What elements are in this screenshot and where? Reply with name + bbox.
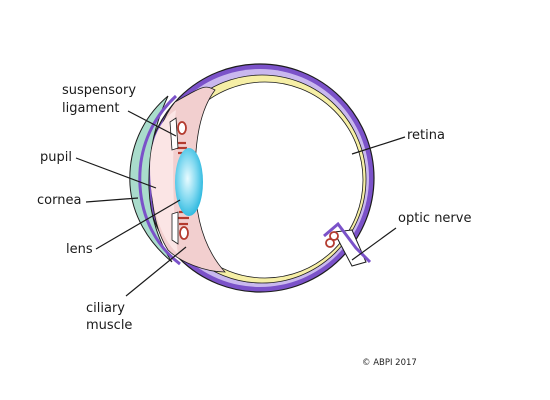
suspensory-pointer	[127, 110, 177, 137]
anterior-chamber	[150, 110, 178, 254]
cornea-outline	[138, 94, 181, 266]
optic-disc-top	[329, 231, 339, 241]
lens-pointer	[95, 199, 181, 250]
copyright-text: © ABPI 2017	[362, 358, 417, 368]
cornea-shape	[129, 95, 173, 263]
label-suspensory-line1: suspensory	[62, 83, 137, 98]
label-suspensory-line2: ligament	[62, 101, 120, 116]
retina-pointer	[351, 136, 406, 155]
ciliary-muscle-top	[177, 121, 187, 135]
optic-nerve-pointer	[351, 227, 397, 261]
label-cornea: cornea	[37, 193, 82, 208]
label-lens: lens	[66, 242, 93, 257]
cornea-pointer	[85, 197, 139, 203]
label-retina: retina	[407, 128, 445, 143]
iris-top	[169, 117, 179, 151]
label-pupil: pupil	[40, 150, 72, 165]
ciliary-muscle-bottom	[179, 226, 189, 240]
iris-bottom	[171, 211, 179, 245]
lens-shape	[175, 148, 203, 216]
label-ciliary-line2: muscle	[86, 318, 133, 333]
ciliary-pointer	[125, 246, 187, 297]
label-ciliary-line1: ciliary	[86, 301, 125, 316]
optic-nerve-shape	[333, 229, 367, 267]
optic-nerve-sheath	[323, 221, 372, 264]
label-optic-nerve: optic nerve	[398, 211, 472, 226]
pupil-pointer	[75, 157, 157, 189]
optic-disc-bottom	[325, 238, 335, 248]
